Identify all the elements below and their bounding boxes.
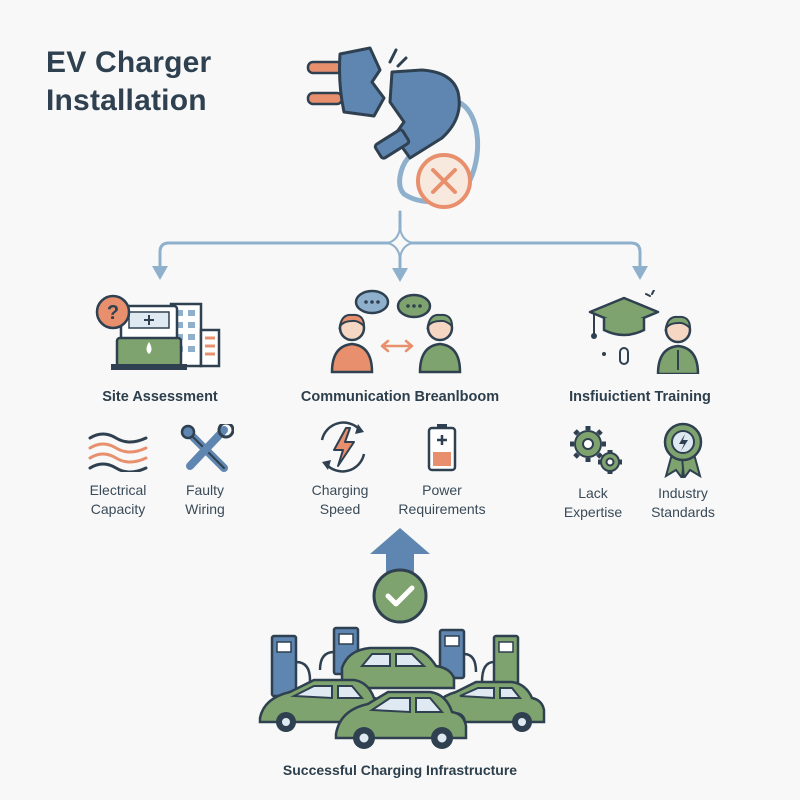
label-industry-standards: Industry Standards <box>638 484 728 522</box>
label-electrical-capacity: Electrical Capacity <box>68 481 168 519</box>
label-power-requirements: Power Requirements <box>382 481 502 519</box>
lightning-cycle-icon <box>320 421 366 473</box>
label-industry-standards-line-1: Industry <box>658 485 708 501</box>
category-title-site-assessment: Site Assessment <box>102 389 218 405</box>
label-electrical-capacity-line-1: Electrical <box>89 482 147 498</box>
checkmark-icon <box>372 568 428 624</box>
label-faulty-wiring: Faulty Wiring <box>160 481 250 519</box>
wires-icon <box>88 432 148 472</box>
tools-icon <box>180 424 234 472</box>
category-title-training: Insfiuictient Training <box>569 389 711 405</box>
label-power-requirements-line-1: Power <box>422 482 462 498</box>
label-charging-speed-line-2: Speed <box>319 501 361 517</box>
label-lack-expertise: Lack Expertise <box>548 484 638 522</box>
charging-stations-cars-icon <box>258 626 546 749</box>
label-lack-expertise-line-1: Lack <box>578 485 608 501</box>
error-x-icon <box>416 153 472 209</box>
graduation-person-icon <box>588 290 700 374</box>
label-electrical-capacity-line-2: Capacity <box>90 501 146 517</box>
label-faulty-wiring-line-1: Faulty <box>185 482 225 498</box>
up-arrow-success <box>370 528 430 572</box>
diagram-title: EV Charger Installation <box>46 44 211 120</box>
gears-icon <box>570 426 622 474</box>
svg-text:?: ? <box>107 302 119 324</box>
label-charging-speed: Charging Speed <box>290 481 390 519</box>
label-faulty-wiring-line-2: Wiring <box>185 501 225 517</box>
category-title-communication: Communication Breanlboom <box>300 389 500 405</box>
title-line-2: Installation <box>46 84 207 117</box>
title-line-1: EV Charger <box>46 46 212 79</box>
label-charging-speed-line-1: Charging <box>311 482 369 498</box>
building-question-icon: ? <box>95 294 221 370</box>
result-label: Successful Charging Infrastructure <box>282 762 518 778</box>
battery-icon <box>427 424 457 472</box>
label-industry-standards-line-2: Standards <box>651 504 715 520</box>
label-power-requirements-line-2: Requirements <box>398 501 486 517</box>
people-chat-icon <box>330 289 462 374</box>
label-lack-expertise-line-2: Expertise <box>563 504 623 520</box>
award-badge-icon <box>663 422 703 478</box>
